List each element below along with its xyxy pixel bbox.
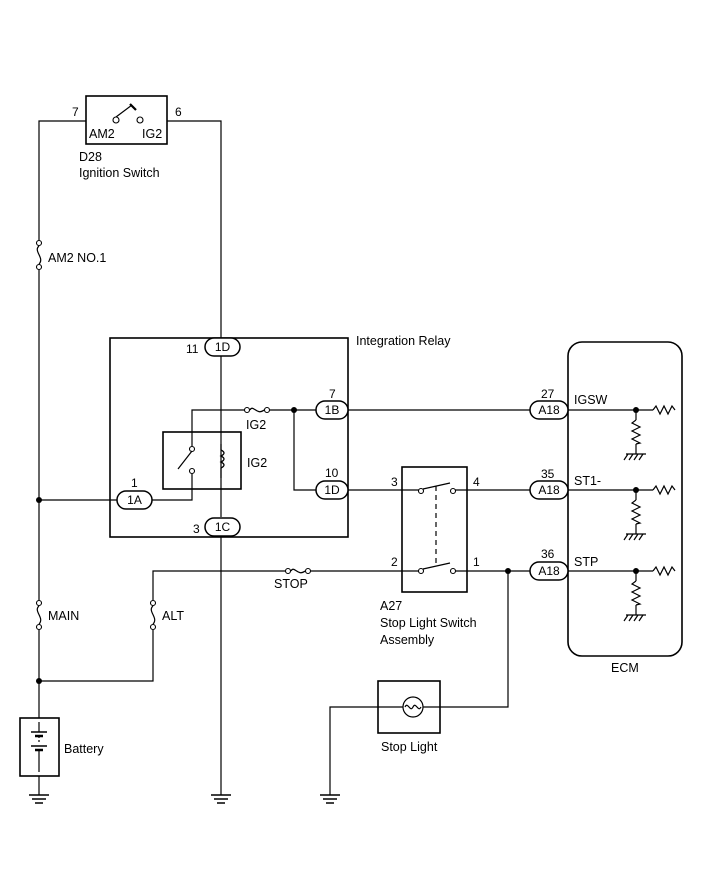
fuse-alt: ALT [149, 599, 184, 631]
stop-light: Stop Light [377, 680, 441, 754]
fuse-am2-label: AM2 NO.1 [48, 251, 106, 265]
stop-light-label: Stop Light [381, 740, 438, 754]
svg-text:3: 3 [193, 522, 200, 536]
svg-text:1B: 1B [325, 403, 340, 417]
fuse-stop: STOP [274, 567, 312, 591]
svg-text:A18: A18 [538, 483, 560, 497]
ignition-switch-code: D28 [79, 150, 102, 164]
integration-relay-name: Integration Relay [356, 334, 451, 348]
battery-label: Battery [64, 742, 104, 756]
svg-text:1C: 1C [215, 520, 231, 534]
connector-10-1d: 1D 10 [315, 466, 349, 500]
integration-relay: Integration Relay IG2 IG2 1D 11 1B 7 1A … [109, 334, 451, 538]
ecm-connector-36: A18 36 STP [529, 547, 598, 581]
connector-11-1d: 1D 11 [186, 337, 241, 357]
svg-text:A18: A18 [538, 403, 560, 417]
connector-7-1b: 1B 7 [315, 387, 349, 420]
stop-switch-code: A27 [380, 599, 402, 613]
svg-text:1D: 1D [324, 483, 340, 497]
ignition-switch-terminal-am2: AM2 [89, 127, 115, 141]
stop-switch-pin-2: 2 [391, 555, 398, 569]
stop-light-switch: 3 4 2 1 A27 Stop Light Switch Assembly [380, 466, 480, 647]
ignition-switch-terminal-ig2: IG2 [142, 127, 162, 141]
svg-text:1D: 1D [215, 340, 231, 354]
ignition-switch-pin-7: 7 [72, 105, 79, 119]
ground-icon [29, 794, 340, 804]
battery: Battery [19, 717, 104, 777]
svg-text:35: 35 [541, 467, 555, 481]
ig2-fuse-label: IG2 [246, 418, 266, 432]
stop-switch-pin-1: 1 [473, 555, 480, 569]
ignition-switch-name: Ignition Switch [79, 166, 160, 180]
ignition-switch-pin-6: 6 [175, 105, 182, 119]
ecm-connector-35: A18 35 ST1- [529, 467, 601, 500]
svg-text:A18: A18 [538, 564, 560, 578]
fuse-main-label: MAIN [48, 609, 79, 623]
fuse-am2: AM2 NO.1 [35, 239, 106, 271]
ecm: ECM A18 27 IGSW A18 35 ST1- A18 36 STP [529, 341, 683, 675]
stop-switch-name-line1: Stop Light Switch [380, 616, 477, 630]
ecm-ground-icon [623, 453, 646, 622]
svg-text:ST1-: ST1- [574, 474, 601, 488]
svg-text:IGSW: IGSW [574, 393, 608, 407]
svg-text:10: 10 [325, 466, 339, 480]
fuse-alt-label: ALT [162, 609, 184, 623]
svg-text:7: 7 [329, 387, 336, 401]
junction-dots [36, 407, 639, 684]
connector-3-1c: 1C 3 [193, 517, 241, 537]
fuse-main: MAIN [35, 599, 79, 631]
ignition-switch: AM2 IG2 7 6 D28 Ignition Switch [72, 95, 182, 180]
wires [38, 120, 653, 795]
ecm-connector-27: A18 27 IGSW [529, 387, 608, 420]
stop-switch-name-line2: Assembly [380, 633, 435, 647]
relay-coil-label: IG2 [247, 456, 267, 470]
stop-switch-pin-4: 4 [473, 475, 480, 489]
svg-text:1: 1 [131, 476, 138, 490]
svg-text:STP: STP [574, 555, 598, 569]
svg-text:27: 27 [541, 387, 555, 401]
ecm-name: ECM [611, 661, 639, 675]
fuse-stop-label: STOP [274, 577, 308, 591]
svg-text:36: 36 [541, 547, 555, 561]
svg-text:11: 11 [186, 342, 199, 356]
connector-1-1a: 1A 1 [116, 476, 153, 510]
svg-text:1A: 1A [127, 493, 142, 507]
stop-switch-pin-3: 3 [391, 475, 398, 489]
